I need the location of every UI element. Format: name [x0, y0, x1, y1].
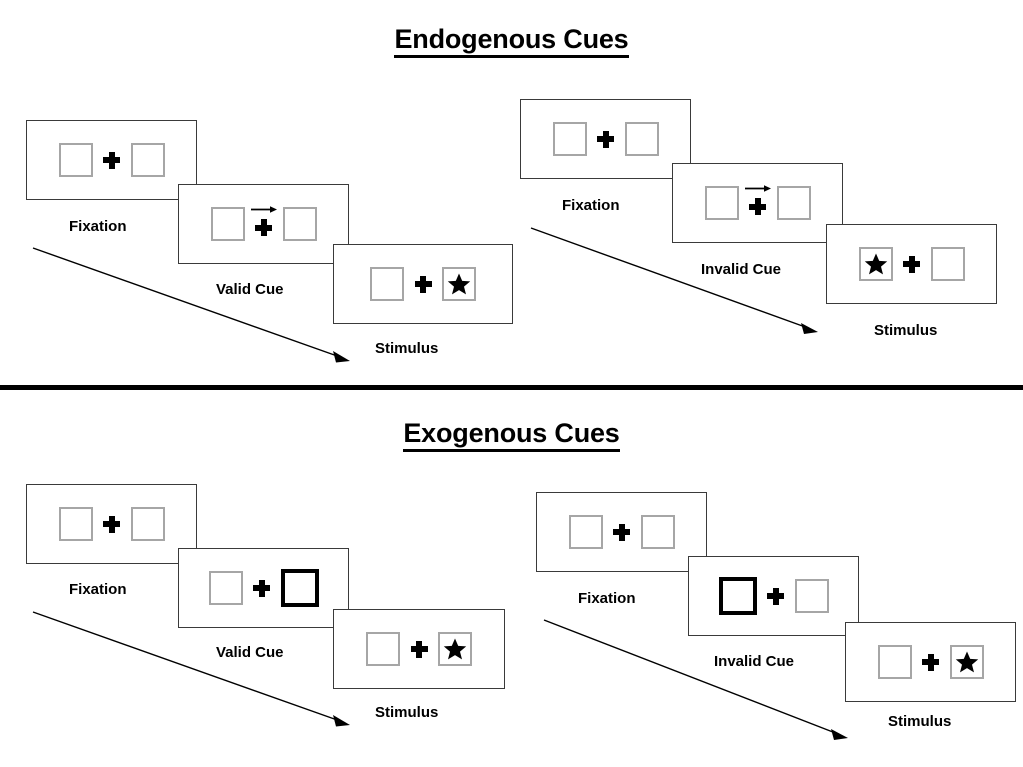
placeholder-box-left	[552, 122, 587, 156]
star-icon	[443, 638, 467, 660]
fixation-cross	[404, 264, 442, 304]
caption-endogenous-invalid-cue: Invalid Cue	[701, 261, 782, 278]
placeholder-box-right	[640, 515, 675, 549]
panel-exogenous-valid-fixation	[26, 484, 197, 564]
panel-endogenous-invalid-stimulus	[826, 224, 997, 304]
panel-exogenous-valid-cue	[178, 548, 349, 628]
fixation-cross	[243, 568, 281, 608]
caption-endogenous-valid-stimulus: Stimulus	[375, 340, 439, 357]
caption-exogenous-invalid-stimulus: Stimulus	[888, 713, 952, 730]
fixation-cross	[587, 119, 625, 159]
fixation-cross	[603, 512, 641, 552]
caption-exogenous-invalid-cue: Invalid Cue	[714, 653, 795, 670]
caption-exogenous-invalid-fixation: Fixation	[578, 590, 636, 607]
placeholder-box-left	[366, 632, 400, 666]
cue-box-left	[718, 577, 757, 615]
cue-box-right	[280, 569, 319, 607]
placeholder-box-left	[58, 143, 93, 177]
placeholder-box-left	[568, 515, 603, 549]
panel-endogenous-invalid-fixation	[520, 99, 691, 179]
arrow-right-icon	[744, 185, 771, 192]
placeholder-box-left	[704, 186, 739, 220]
placeholder-box-left	[208, 571, 243, 605]
placeholder-box-right	[130, 507, 165, 541]
stimulus-box-right	[442, 267, 476, 301]
placeholder-box-right	[794, 579, 829, 613]
placeholder-box-left	[210, 207, 245, 241]
stimulus-box-left	[858, 247, 893, 281]
section-title-endogenous: Endogenous Cues	[0, 24, 1023, 58]
panel-endogenous-invalid-cue	[672, 163, 843, 243]
caption-endogenous-invalid-fixation: Fixation	[562, 197, 620, 214]
time-flow-arrow-exogenous-invalid	[543, 619, 848, 740]
time-flow-arrow-endogenous-invalid	[530, 227, 818, 334]
placeholder-box-right	[130, 143, 165, 177]
arrow-right-icon	[250, 206, 277, 213]
fixation-cross	[757, 576, 795, 616]
placeholder-box-left	[58, 507, 93, 541]
panel-exogenous-valid-stimulus	[333, 609, 505, 689]
caption-exogenous-valid-cue: Valid Cue	[216, 644, 284, 661]
time-flow-arrow-exogenous-valid	[32, 611, 350, 727]
fixation-cross-with-cue	[245, 204, 283, 244]
placeholder-box-left	[370, 267, 404, 301]
caption-endogenous-invalid-stimulus: Stimulus	[874, 322, 938, 339]
section-title-endogenous-text: Endogenous Cues	[394, 24, 629, 58]
panel-endogenous-valid-stimulus	[333, 244, 513, 324]
caption-exogenous-valid-fixation: Fixation	[69, 581, 127, 598]
stimulus-box-right	[949, 645, 984, 679]
panel-exogenous-invalid-cue	[688, 556, 859, 636]
panel-exogenous-invalid-stimulus	[845, 622, 1016, 702]
panel-endogenous-valid-fixation	[26, 120, 197, 200]
fixation-cross-with-cue	[739, 183, 777, 223]
panel-exogenous-invalid-fixation	[536, 492, 707, 572]
fixation-cross	[893, 244, 931, 284]
placeholder-box-right	[624, 122, 659, 156]
caption-endogenous-valid-cue: Valid Cue	[216, 281, 284, 298]
star-icon	[447, 273, 471, 295]
section-title-exogenous-text: Exogenous Cues	[403, 418, 620, 452]
fixation-cross	[912, 642, 950, 682]
panel-endogenous-valid-cue	[178, 184, 349, 264]
section-title-exogenous: Exogenous Cues	[0, 418, 1023, 452]
placeholder-box-right	[282, 207, 317, 241]
caption-endogenous-valid-fixation: Fixation	[69, 218, 127, 235]
placeholder-box-right	[930, 247, 965, 281]
fixation-cross	[93, 504, 131, 544]
time-flow-arrow-endogenous-valid	[32, 247, 350, 363]
fixation-cross	[400, 629, 438, 669]
star-icon	[864, 253, 887, 275]
fixation-cross	[93, 140, 131, 180]
placeholder-box-left	[877, 645, 912, 679]
placeholder-box-right	[776, 186, 811, 220]
section-divider	[0, 385, 1023, 390]
caption-exogenous-valid-stimulus: Stimulus	[375, 704, 439, 721]
star-icon	[955, 651, 978, 673]
stimulus-box-right	[438, 632, 472, 666]
